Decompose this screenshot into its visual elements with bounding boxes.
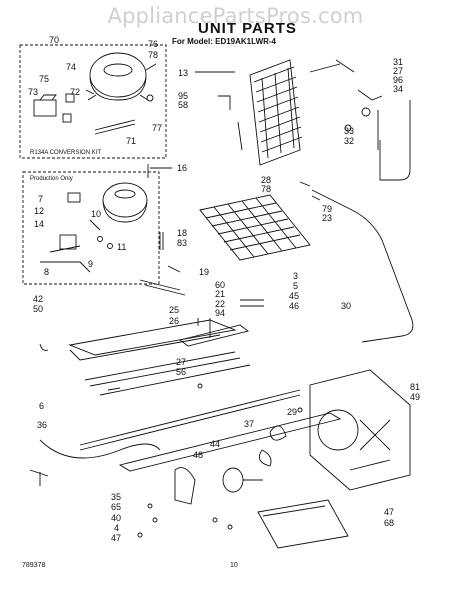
callout-78b: 78 <box>261 184 272 194</box>
callout-68: 68 <box>384 518 395 528</box>
callout-14: 14 <box>34 219 45 229</box>
callout-16: 16 <box>177 163 188 173</box>
callout-47: 47 <box>111 533 122 543</box>
callout-18: 18 <box>177 228 188 238</box>
callout-76: 76 <box>148 39 159 49</box>
callout-46: 46 <box>289 301 300 311</box>
diagram-title: UNIT PARTS <box>198 20 297 37</box>
evaporator-coil <box>199 194 311 261</box>
callout-3: 3 <box>293 271 299 281</box>
watermark: AppliancePartsPros.com <box>107 4 364 28</box>
production-only-box <box>22 171 160 285</box>
callout-21: 21 <box>215 289 226 299</box>
compressor-production-drawing <box>40 182 148 273</box>
callout-19: 19 <box>199 267 210 277</box>
footer-code: 789378 <box>22 562 46 569</box>
callout-60: 60 <box>215 280 226 290</box>
callout-28: 28 <box>261 175 272 185</box>
callout-10: 10 <box>91 209 102 219</box>
production-only-label: Production Only <box>30 176 73 182</box>
fan-motor <box>174 425 287 505</box>
callout-36: 36 <box>37 420 48 430</box>
callout-27: 27 <box>393 66 404 76</box>
callout-8: 8 <box>44 267 50 277</box>
callout-34: 34 <box>393 84 404 94</box>
callout-4: 4 <box>114 523 120 533</box>
callout-42: 42 <box>33 294 44 304</box>
callout-9: 9 <box>88 259 94 269</box>
callout-56: 56 <box>176 367 187 377</box>
callout-11: 11 <box>117 242 127 252</box>
callout-12: 12 <box>34 206 45 216</box>
callout-22: 22 <box>215 299 226 309</box>
callout-50: 50 <box>33 304 44 314</box>
callout-44: 44 <box>210 439 221 449</box>
callout-23: 23 <box>322 213 333 223</box>
callout-31: 31 <box>393 57 404 67</box>
callout-26: 26 <box>169 316 180 326</box>
callout-6: 6 <box>39 401 45 411</box>
callout-83: 83 <box>177 238 188 248</box>
callout-77: 77 <box>152 123 163 133</box>
model-line: For Model: ED19AK1LWR-4 <box>172 37 277 46</box>
callout-45: 45 <box>289 291 300 301</box>
callout-30: 30 <box>341 301 352 311</box>
callout-94: 94 <box>215 308 226 318</box>
callout-74: 74 <box>66 62 77 72</box>
callout-35: 35 <box>111 492 122 502</box>
callout-71: 71 <box>126 136 137 146</box>
base-frame <box>68 318 342 472</box>
callout-29: 29 <box>287 407 298 417</box>
callout-79: 79 <box>322 204 333 214</box>
callout-27b: 27 <box>176 357 187 367</box>
callout-81: 81 <box>410 382 421 392</box>
condenser-coil <box>249 59 303 166</box>
callout-32: 32 <box>344 136 355 146</box>
callout-37: 37 <box>244 419 255 429</box>
callout-58: 58 <box>178 100 189 110</box>
callout-49: 49 <box>410 392 421 402</box>
callout-73: 73 <box>28 87 39 97</box>
page-number: 10 <box>230 562 238 569</box>
callout-96: 96 <box>393 75 404 85</box>
callout-95: 95 <box>178 91 189 101</box>
callout-75: 75 <box>39 74 50 84</box>
callout-7: 7 <box>38 194 44 204</box>
conversion-kit-box <box>19 44 167 159</box>
fan-shroud <box>309 369 411 491</box>
callout-25: 25 <box>169 305 180 315</box>
compressor-kit-drawing <box>33 52 157 135</box>
conversion-kit-label: R134A CONVERSION KIT <box>30 150 102 156</box>
power-cord <box>39 439 161 459</box>
callout-65: 65 <box>111 502 122 512</box>
drain-pan <box>257 499 349 549</box>
callout-33: 33 <box>344 126 355 136</box>
callout-70: 70 <box>49 35 60 45</box>
callout-5: 5 <box>293 281 299 291</box>
drain-tube <box>311 189 414 343</box>
callout-78: 78 <box>148 50 159 60</box>
callout-48: 48 <box>193 450 204 460</box>
callout-72: 72 <box>70 87 81 97</box>
callout-40: 40 <box>111 513 122 523</box>
callout-47b: 47 <box>384 507 395 517</box>
callout-13: 13 <box>178 68 189 78</box>
